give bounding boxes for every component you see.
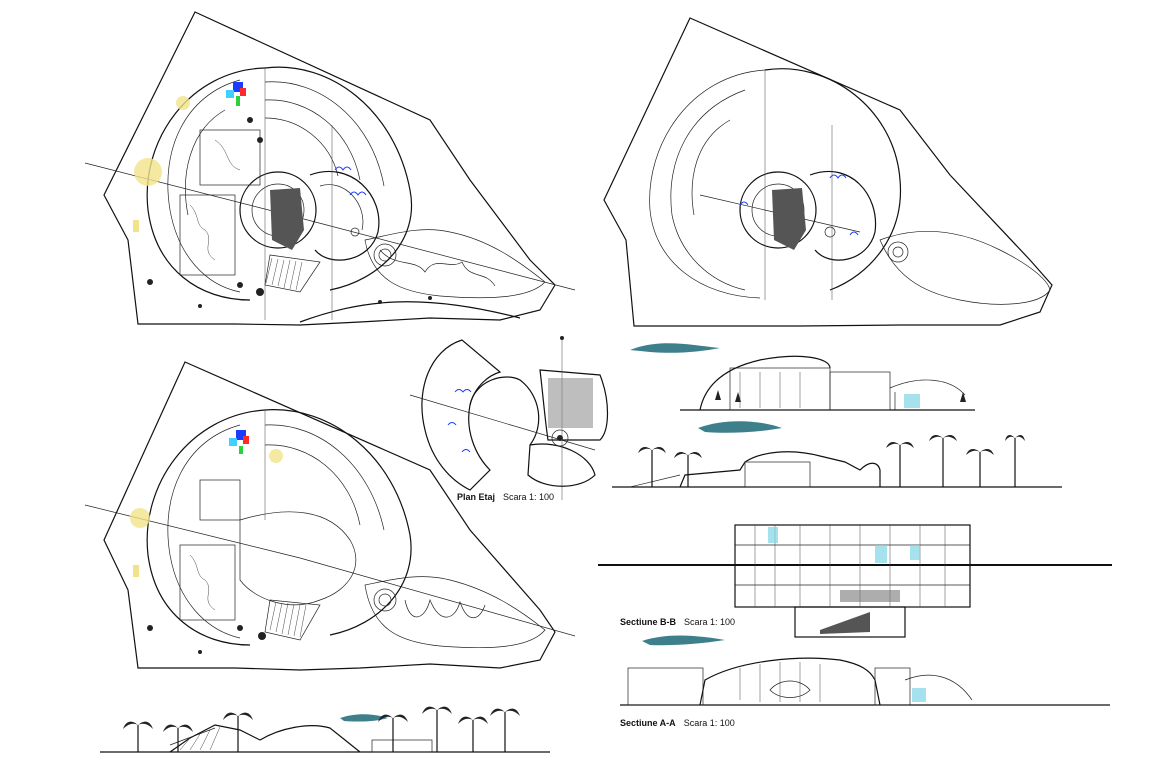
ground-floor-plan <box>84 11 576 326</box>
plan-etaj-title: Plan Etaj <box>457 492 496 502</box>
plan-etaj-drawing <box>409 336 609 500</box>
section-aa-title: Sectiune A-A <box>620 718 676 728</box>
palm-trees-bottom <box>123 706 520 752</box>
section-aa-scale: Scara 1: 100 <box>683 718 735 728</box>
site-elevation <box>100 706 550 753</box>
section-aa-label: Sectiune A-A Scara 1: 100 <box>620 718 735 728</box>
section-aa-drawing <box>620 635 1110 706</box>
section-bb-title: Sectiune B-B <box>620 617 677 627</box>
plan-etaj-scale: Scara 1: 100 <box>503 492 555 502</box>
section-bb-drawing <box>598 524 1112 638</box>
section-bb-label: Sectiune B-B Scara 1: 100 <box>620 617 735 627</box>
plan-etaj-label: Plan Etaj Scara 1: 100 <box>457 492 554 502</box>
palm-trees-top <box>638 434 1025 487</box>
outline-floor-plan <box>603 17 1053 327</box>
section-bb-scale: Scara 1: 100 <box>684 617 736 627</box>
elevation-lower <box>612 421 1062 488</box>
upper-level-plan <box>84 361 576 671</box>
elevation-upper <box>630 343 975 411</box>
